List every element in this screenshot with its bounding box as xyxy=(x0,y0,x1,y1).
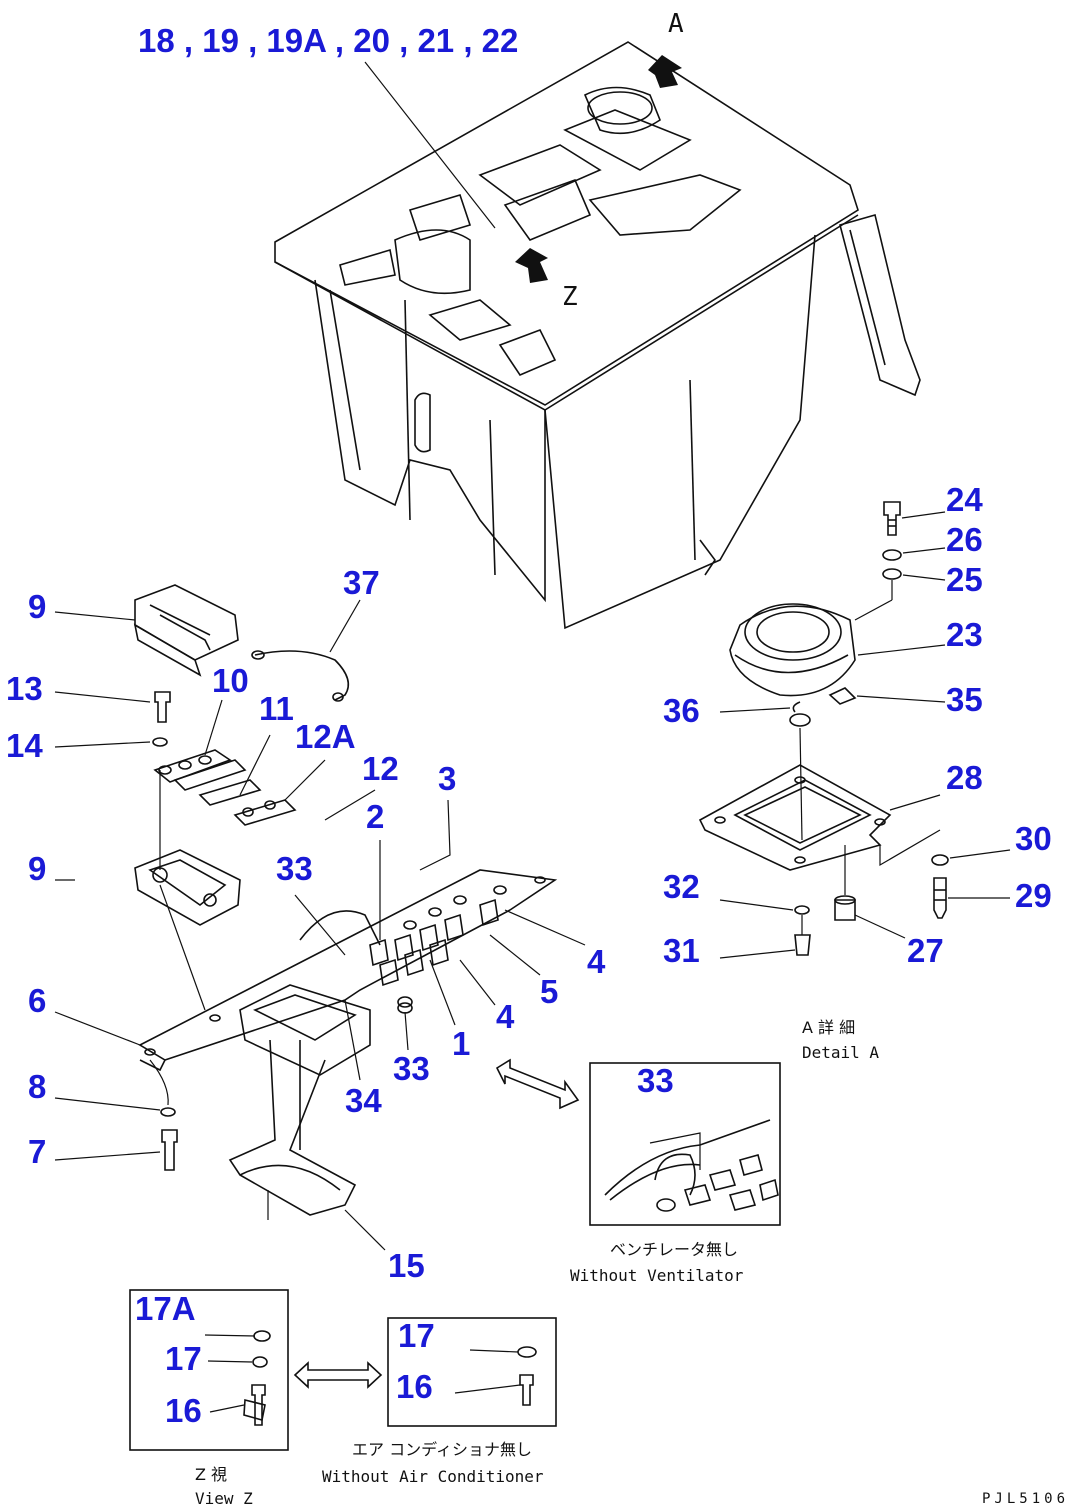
callout-2: 2 xyxy=(366,798,384,835)
callout-24: 24 xyxy=(946,481,983,518)
callout-10: 10 xyxy=(212,662,249,699)
callout-26: 26 xyxy=(946,521,983,558)
leader-lines xyxy=(54,61,1011,1251)
left-assembly-drawing xyxy=(133,584,580,1220)
callout-33-inset: 33 xyxy=(637,1062,674,1099)
view-marker-z: Z xyxy=(562,282,578,312)
callout-17-viewz: 17 xyxy=(165,1340,202,1377)
inset-view-z xyxy=(129,1289,383,1451)
callout-12a: 12A xyxy=(295,718,356,755)
caption-view-z-en: View Z xyxy=(195,1489,253,1508)
callout-28: 28 xyxy=(946,759,983,796)
callout-4-left: 4 xyxy=(496,998,515,1035)
callout-3: 3 xyxy=(438,760,456,797)
callout-labels: 9 37 13 10 11 12A 14 12 3 2 33 9 4 5 6 4… xyxy=(6,481,1052,1429)
caption-aircon-jp: エア コンディショナ無し xyxy=(352,1440,532,1459)
callout-31: 31 xyxy=(663,932,700,969)
callout-16-viewz: 16 xyxy=(165,1392,202,1429)
callout-30: 30 xyxy=(1015,820,1052,857)
callout-17a: 17A xyxy=(135,1290,196,1327)
callout-34: 34 xyxy=(345,1082,382,1119)
callout-5: 5 xyxy=(540,973,558,1010)
detail-a-drawing xyxy=(698,501,949,956)
callout-14: 14 xyxy=(6,727,43,764)
callout-1: 1 xyxy=(452,1025,470,1062)
cab-drawing xyxy=(274,41,921,630)
callout-9-lower: 9 xyxy=(28,850,46,887)
callout-6: 6 xyxy=(28,982,46,1019)
view-marker-a: A xyxy=(668,9,684,39)
caption-view-z-jp: Z 視 xyxy=(195,1465,227,1484)
callout-33-main: 33 xyxy=(276,850,313,887)
callout-37: 37 xyxy=(343,564,380,601)
drawing-code: PJL5106 xyxy=(982,1491,1069,1507)
callout-7: 7 xyxy=(28,1133,46,1170)
callout-4-right: 4 xyxy=(587,943,606,980)
caption-ventilator-jp: ベンチレータ無し xyxy=(610,1240,738,1259)
caption-detail-a-en: Detail A xyxy=(802,1043,879,1062)
callout-23: 23 xyxy=(946,616,983,653)
callout-9-upper: 9 xyxy=(28,588,46,625)
callout-11: 11 xyxy=(259,690,294,727)
callout-12: 12 xyxy=(362,750,399,787)
callout-32: 32 xyxy=(663,868,700,905)
callout-13: 13 xyxy=(6,670,43,707)
callout-8: 8 xyxy=(28,1068,46,1105)
callout-33-lower: 33 xyxy=(393,1050,430,1087)
callout-27: 27 xyxy=(907,932,944,969)
callout-25: 25 xyxy=(946,561,983,598)
caption-detail-a-jp: A 詳 細 xyxy=(802,1018,855,1037)
callout-35: 35 xyxy=(946,681,983,718)
callout-17-aircon: 17 xyxy=(398,1317,435,1354)
caption-ventilator-en: Without Ventilator xyxy=(570,1266,744,1285)
header-callout: 18 , 19 , 19A , 20 , 21 , 22 xyxy=(138,22,518,59)
captions: A 詳 細 Detail A ベンチレータ無し Without Ventilat… xyxy=(195,1018,1069,1508)
inset-without-aircon xyxy=(387,1317,557,1427)
inset-without-ventilator xyxy=(589,1062,781,1226)
callout-15: 15 xyxy=(388,1247,425,1284)
callout-16-aircon: 16 xyxy=(396,1368,433,1405)
callout-29: 29 xyxy=(1015,877,1052,914)
caption-aircon-en: Without Air Conditioner xyxy=(322,1467,544,1486)
callout-36: 36 xyxy=(663,692,700,729)
